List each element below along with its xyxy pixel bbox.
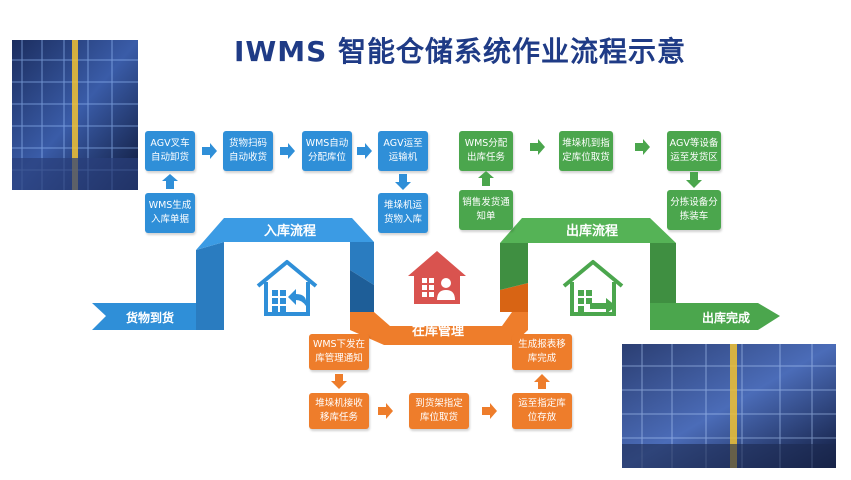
ribbon-fold-left xyxy=(350,270,374,312)
step-shelf-pick: 到货架指定库位取货 xyxy=(409,393,469,429)
ribbon-inbound-start xyxy=(92,303,196,330)
storage-label: 在库管理 xyxy=(411,324,464,339)
arrow-right-icon xyxy=(378,403,393,419)
arrow-down-icon xyxy=(395,174,411,190)
ribbon-outbound-end xyxy=(650,303,780,330)
step-sort-load: 分拣设备分拣装车 xyxy=(667,190,721,230)
arrow-up-icon xyxy=(162,174,178,189)
ribbon-outbound-top xyxy=(500,218,676,243)
ribbon-storage xyxy=(350,312,528,345)
step-scan-receive: 货物扫码自动收货 xyxy=(223,131,273,171)
arrow-up-icon xyxy=(478,171,494,186)
inbound-house-icon xyxy=(256,260,318,316)
step-stacker-inbound: 堆垛机运货物入库 xyxy=(378,193,428,233)
step-agv-unload: AGV叉车自动卸货 xyxy=(145,131,195,171)
step-sales-notice: 销售发货通知单 xyxy=(459,190,513,230)
ribbon-outbound-up xyxy=(500,243,528,290)
step-stacker-pick: 堆垛机到指定库位取货 xyxy=(559,131,613,171)
step-agv-shipping: AGV等设备运至发货区 xyxy=(667,131,721,171)
complete-label: 出库完成 xyxy=(702,311,751,325)
outbound-label: 出库流程 xyxy=(565,224,618,239)
arrow-right-icon xyxy=(482,403,497,419)
step-wms-outbound-task: WMS分配出库任务 xyxy=(459,131,513,171)
page-title: IWMS 智能仓储系统作业流程示意 xyxy=(233,35,687,68)
arrow-right-icon xyxy=(280,143,295,159)
step-stacker-move-task: 堆垛机接收移库任务 xyxy=(309,393,369,429)
ribbon-inbound-top xyxy=(196,218,374,250)
inbound-label: 入库流程 xyxy=(263,224,316,239)
ribbon-inbound-down xyxy=(350,242,374,285)
storage-house-icon xyxy=(408,251,466,304)
step-wms-storage-notice: WMS下发在库管理通知 xyxy=(309,334,369,370)
ribbon-storage-fold-right xyxy=(500,283,528,312)
step-store-location: 运至指定库位存放 xyxy=(512,393,572,429)
outbound-house-icon xyxy=(562,260,624,316)
arrow-down-icon xyxy=(331,374,347,389)
step-report-complete: 生成报表移库完成 xyxy=(512,334,572,370)
arrow-right-icon xyxy=(530,139,545,155)
warehouse-photo-bottom-right xyxy=(622,344,836,468)
arrow-right-icon xyxy=(635,139,650,155)
arrival-label: 货物到货 xyxy=(126,311,175,325)
arrow-up-icon xyxy=(534,374,550,389)
arrow-right-icon xyxy=(202,143,217,159)
step-agv-conveyor: AGV运至运输机 xyxy=(378,131,428,171)
arrow-down-icon xyxy=(686,172,702,188)
warehouse-photo-top-left xyxy=(12,40,138,190)
ribbon-inbound-up xyxy=(196,242,224,330)
arrow-right-icon xyxy=(357,143,372,159)
step-wms-receipt: WMS生成入库单据 xyxy=(145,193,195,233)
step-wms-assign: WMS自动分配库位 xyxy=(302,131,352,171)
